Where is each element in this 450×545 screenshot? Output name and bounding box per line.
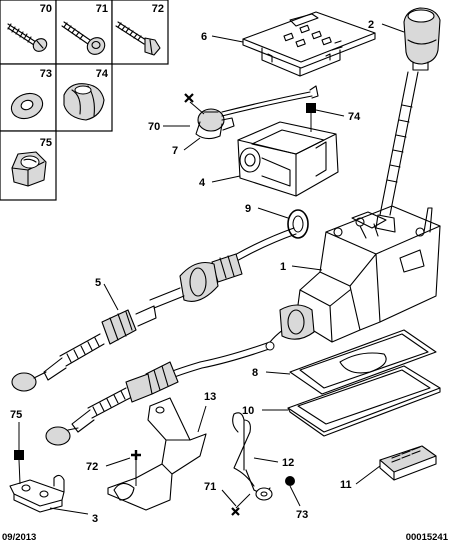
gear-indicator-plate-6 [242,11,376,77]
legend-label-73: 73 [40,68,52,80]
nut-75-icon [11,151,47,187]
leader-12 [253,457,279,463]
gasket-8 [289,329,437,395]
callout-9: 9 [245,203,251,215]
gear-lever-rod [375,71,419,233]
grommet-9 [287,209,309,239]
legend-label-70: 70 [40,3,52,15]
leader-71 [221,489,237,507]
callout-3: 3 [92,513,98,525]
leader-70-top [189,101,205,115]
x-mark-71 [231,507,240,516]
screw-71-icon [61,21,106,55]
callout-70: 70 [148,121,160,133]
footer-date: 09/2013 [2,532,36,543]
callout-4: 4 [199,177,206,189]
x-mark-70 [184,93,194,103]
callout-6: 6 [201,31,207,43]
callout-10: 10 [242,405,254,417]
gear-cable-5 [11,227,297,392]
square-mark-75 [14,450,24,460]
callout-8: 8 [252,367,258,379]
washer-73-icon [10,92,44,120]
gasket-10 [287,365,441,437]
callout-72: 72 [86,461,98,473]
leader-72 [105,457,131,467]
square-mark-74 [306,103,316,113]
callout-7: 7 [172,145,178,157]
leader-9 [257,207,289,219]
callout-74: 74 [348,111,361,123]
leader-4 [211,175,241,183]
circle-mark-73 [285,476,295,486]
callout-1: 1 [280,261,286,273]
screw-72-icon [115,21,161,56]
callout-73: 73 [296,509,308,521]
legend-label-74: 74 [96,68,109,80]
legend-grid: 70 71 72 73 74 75 [0,0,169,201]
leader-75-part [18,459,21,485]
legend-label-75: 75 [40,137,52,149]
bulb-holder-7 [195,85,319,140]
leader-5 [103,283,119,311]
leader-6 [211,35,244,43]
nut-74-icon [63,83,105,121]
callout-13: 13 [204,391,216,403]
footer-reference: 00015241 [406,532,449,543]
callout-11: 11 [340,479,352,491]
bracket-housing-4 [237,121,339,197]
mounting-bracket-13 [107,397,207,511]
callout-71: 71 [204,481,216,493]
leader-11 [355,465,381,485]
callout-5: 5 [95,277,101,289]
legend-label-71: 71 [96,3,108,15]
callout-2: 2 [368,19,374,31]
legend-label-72: 72 [152,3,164,15]
leader-2 [381,23,405,33]
lever-housing-1 [295,205,441,343]
leader-73 [289,485,301,507]
leader-74 [315,109,345,117]
leader-7 [183,137,201,151]
callout-12: 12 [282,457,294,469]
gear-knob-2 [403,7,441,71]
switch-block-11 [379,445,437,481]
leader-1 [291,265,323,271]
leader-13 [197,405,207,433]
leader-71-part [235,493,251,509]
screw-70-icon [7,23,48,52]
plus-mark-72 [131,450,141,460]
leader-8 [265,371,291,375]
callout-75: 75 [10,409,22,421]
spring-clip-12 [232,412,273,501]
cable-end-fitting-3 [9,474,65,513]
gear-cable-lower [45,304,315,446]
leader-3 [49,507,89,515]
